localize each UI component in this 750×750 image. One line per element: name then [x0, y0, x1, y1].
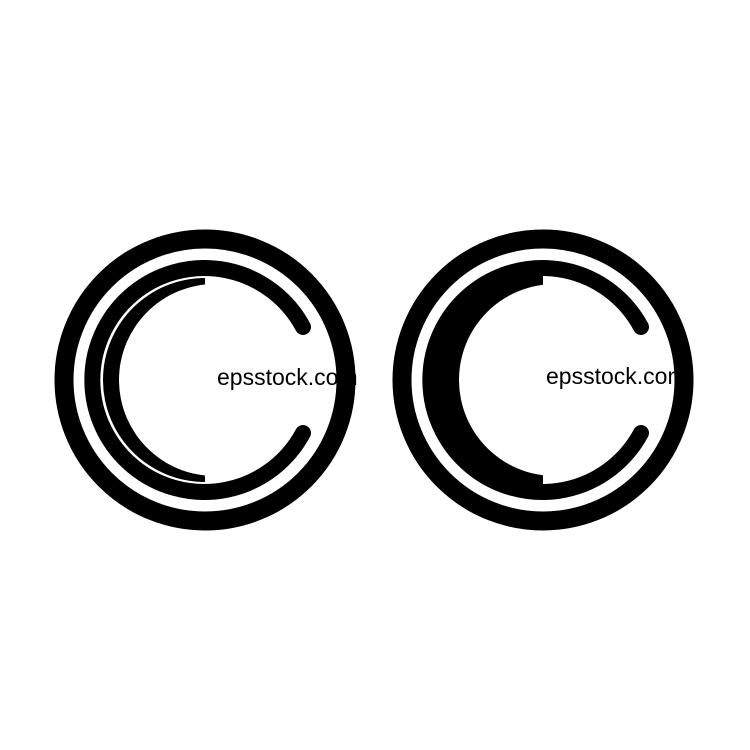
crescent [103, 278, 205, 482]
watermark-text-left: epsstock.com [217, 364, 358, 390]
watermark-text-right: epsstock.com [546, 363, 687, 389]
c-arc [84, 260, 311, 500]
right-logo [392, 229, 694, 531]
c-arc [422, 260, 649, 500]
left-logo [54, 229, 356, 531]
outer-ring [54, 229, 356, 531]
crescent [438, 275, 543, 485]
outer-ring [392, 229, 694, 531]
